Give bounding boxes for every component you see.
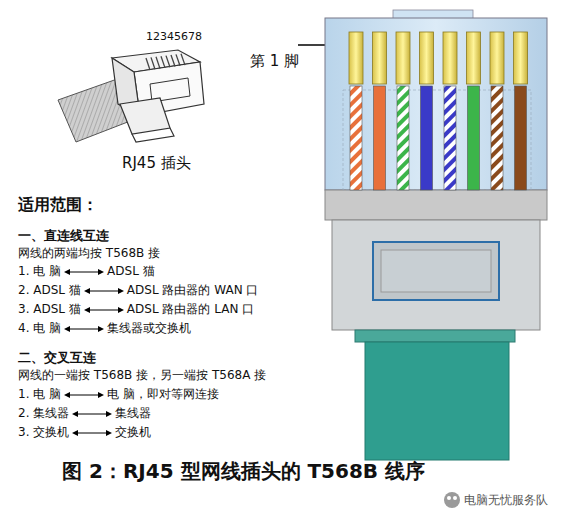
double-arrow (64, 324, 104, 334)
gold-contact (420, 32, 434, 84)
big-plug (325, 10, 547, 460)
section-heading: 适用范围： (18, 195, 98, 216)
device-name: 集线器 (115, 405, 151, 422)
wire (350, 86, 362, 190)
device-name: 1. 电 脑 (18, 386, 61, 403)
device-name: 4. 电 脑 (18, 320, 61, 337)
usage-row: 1. 电 脑 电 脑，即对等网连接 (18, 386, 219, 403)
device-name: 2. 集线器 (18, 405, 69, 422)
device-name: 3. 交换机 (18, 424, 69, 441)
section-title: 一、直连线互连 (18, 227, 109, 245)
wire (421, 86, 433, 190)
wire (491, 86, 503, 190)
double-arrow (72, 409, 112, 419)
gold-contact (396, 32, 410, 84)
wire-set (349, 32, 528, 190)
gold-contact (443, 32, 457, 84)
device-name: 2. ADSL 猫 (18, 282, 81, 299)
usage-row: 3. 交换机 交换机 (18, 424, 151, 441)
wire (515, 86, 527, 190)
pin-callout: 第 1 脚 (250, 52, 299, 71)
wire (397, 86, 409, 190)
section-title: 二、交叉互连 (18, 349, 96, 367)
device-name: ADSL 路由器的 WAN 口 (127, 282, 259, 299)
figure-caption: 图 2：RJ45 型网线插头的 T568B 线序 (62, 458, 425, 485)
double-arrow (72, 428, 112, 438)
note: 网线的一端按 T568B 接，另一端按 T568A 接 (18, 367, 266, 384)
gold-contact (467, 32, 481, 84)
usage-row: 2. ADSL 猫 ADSL 路由器的 WAN 口 (18, 282, 258, 299)
gold-contact (490, 32, 504, 84)
usage-row: 1. 电 脑 ADSL 猫 (18, 263, 155, 280)
gold-contact (514, 32, 528, 84)
wire (444, 86, 456, 190)
plug-label: RJ45 插头 (122, 154, 191, 173)
gold-contact (349, 32, 363, 84)
double-arrow (64, 267, 104, 277)
usage-row: 3. ADSL 猫 ADSL 路由器的 LAN 口 (18, 301, 254, 318)
note: 网线的两端均按 T568B 接 (18, 245, 160, 262)
watermark: 电脑无忧服务队 (464, 492, 548, 509)
pin-numbers: 12345678 (146, 30, 202, 43)
double-arrow (84, 305, 124, 315)
small-plug (58, 50, 204, 142)
device-name: 1. 电 脑 (18, 263, 61, 280)
device-name: 3. ADSL 猫 (18, 301, 81, 318)
double-arrow (84, 286, 124, 296)
device-name: 集线器或交换机 (107, 320, 191, 337)
device-name: ADSL 猫 (107, 263, 155, 280)
device-name: 电 脑，即对等网连接 (107, 386, 219, 403)
double-arrow (64, 390, 104, 400)
usage-row: 4. 电 脑 集线器或交换机 (18, 320, 191, 337)
device-name: ADSL 路由器的 LAN 口 (127, 301, 254, 318)
device-name: 交换机 (115, 424, 151, 441)
wire (374, 86, 386, 190)
usage-row: 2. 集线器 集线器 (18, 405, 151, 422)
wire (468, 86, 480, 190)
gold-contact (373, 32, 387, 84)
